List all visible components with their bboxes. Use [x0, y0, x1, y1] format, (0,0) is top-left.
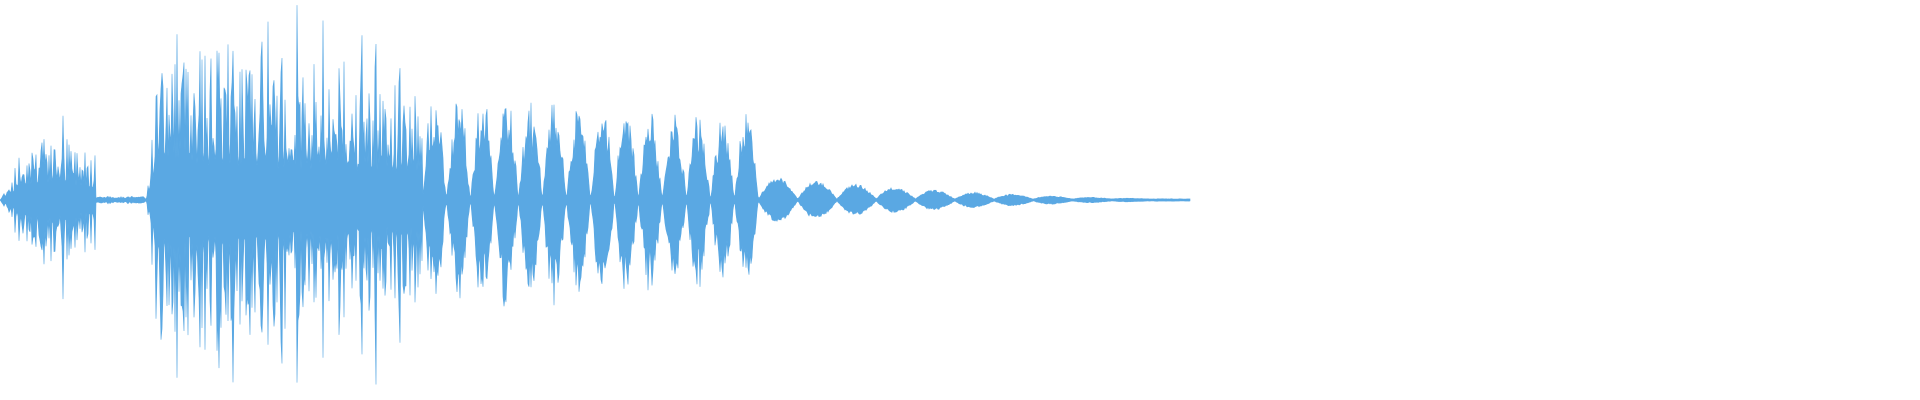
- waveform-shape: [0, 5, 1191, 385]
